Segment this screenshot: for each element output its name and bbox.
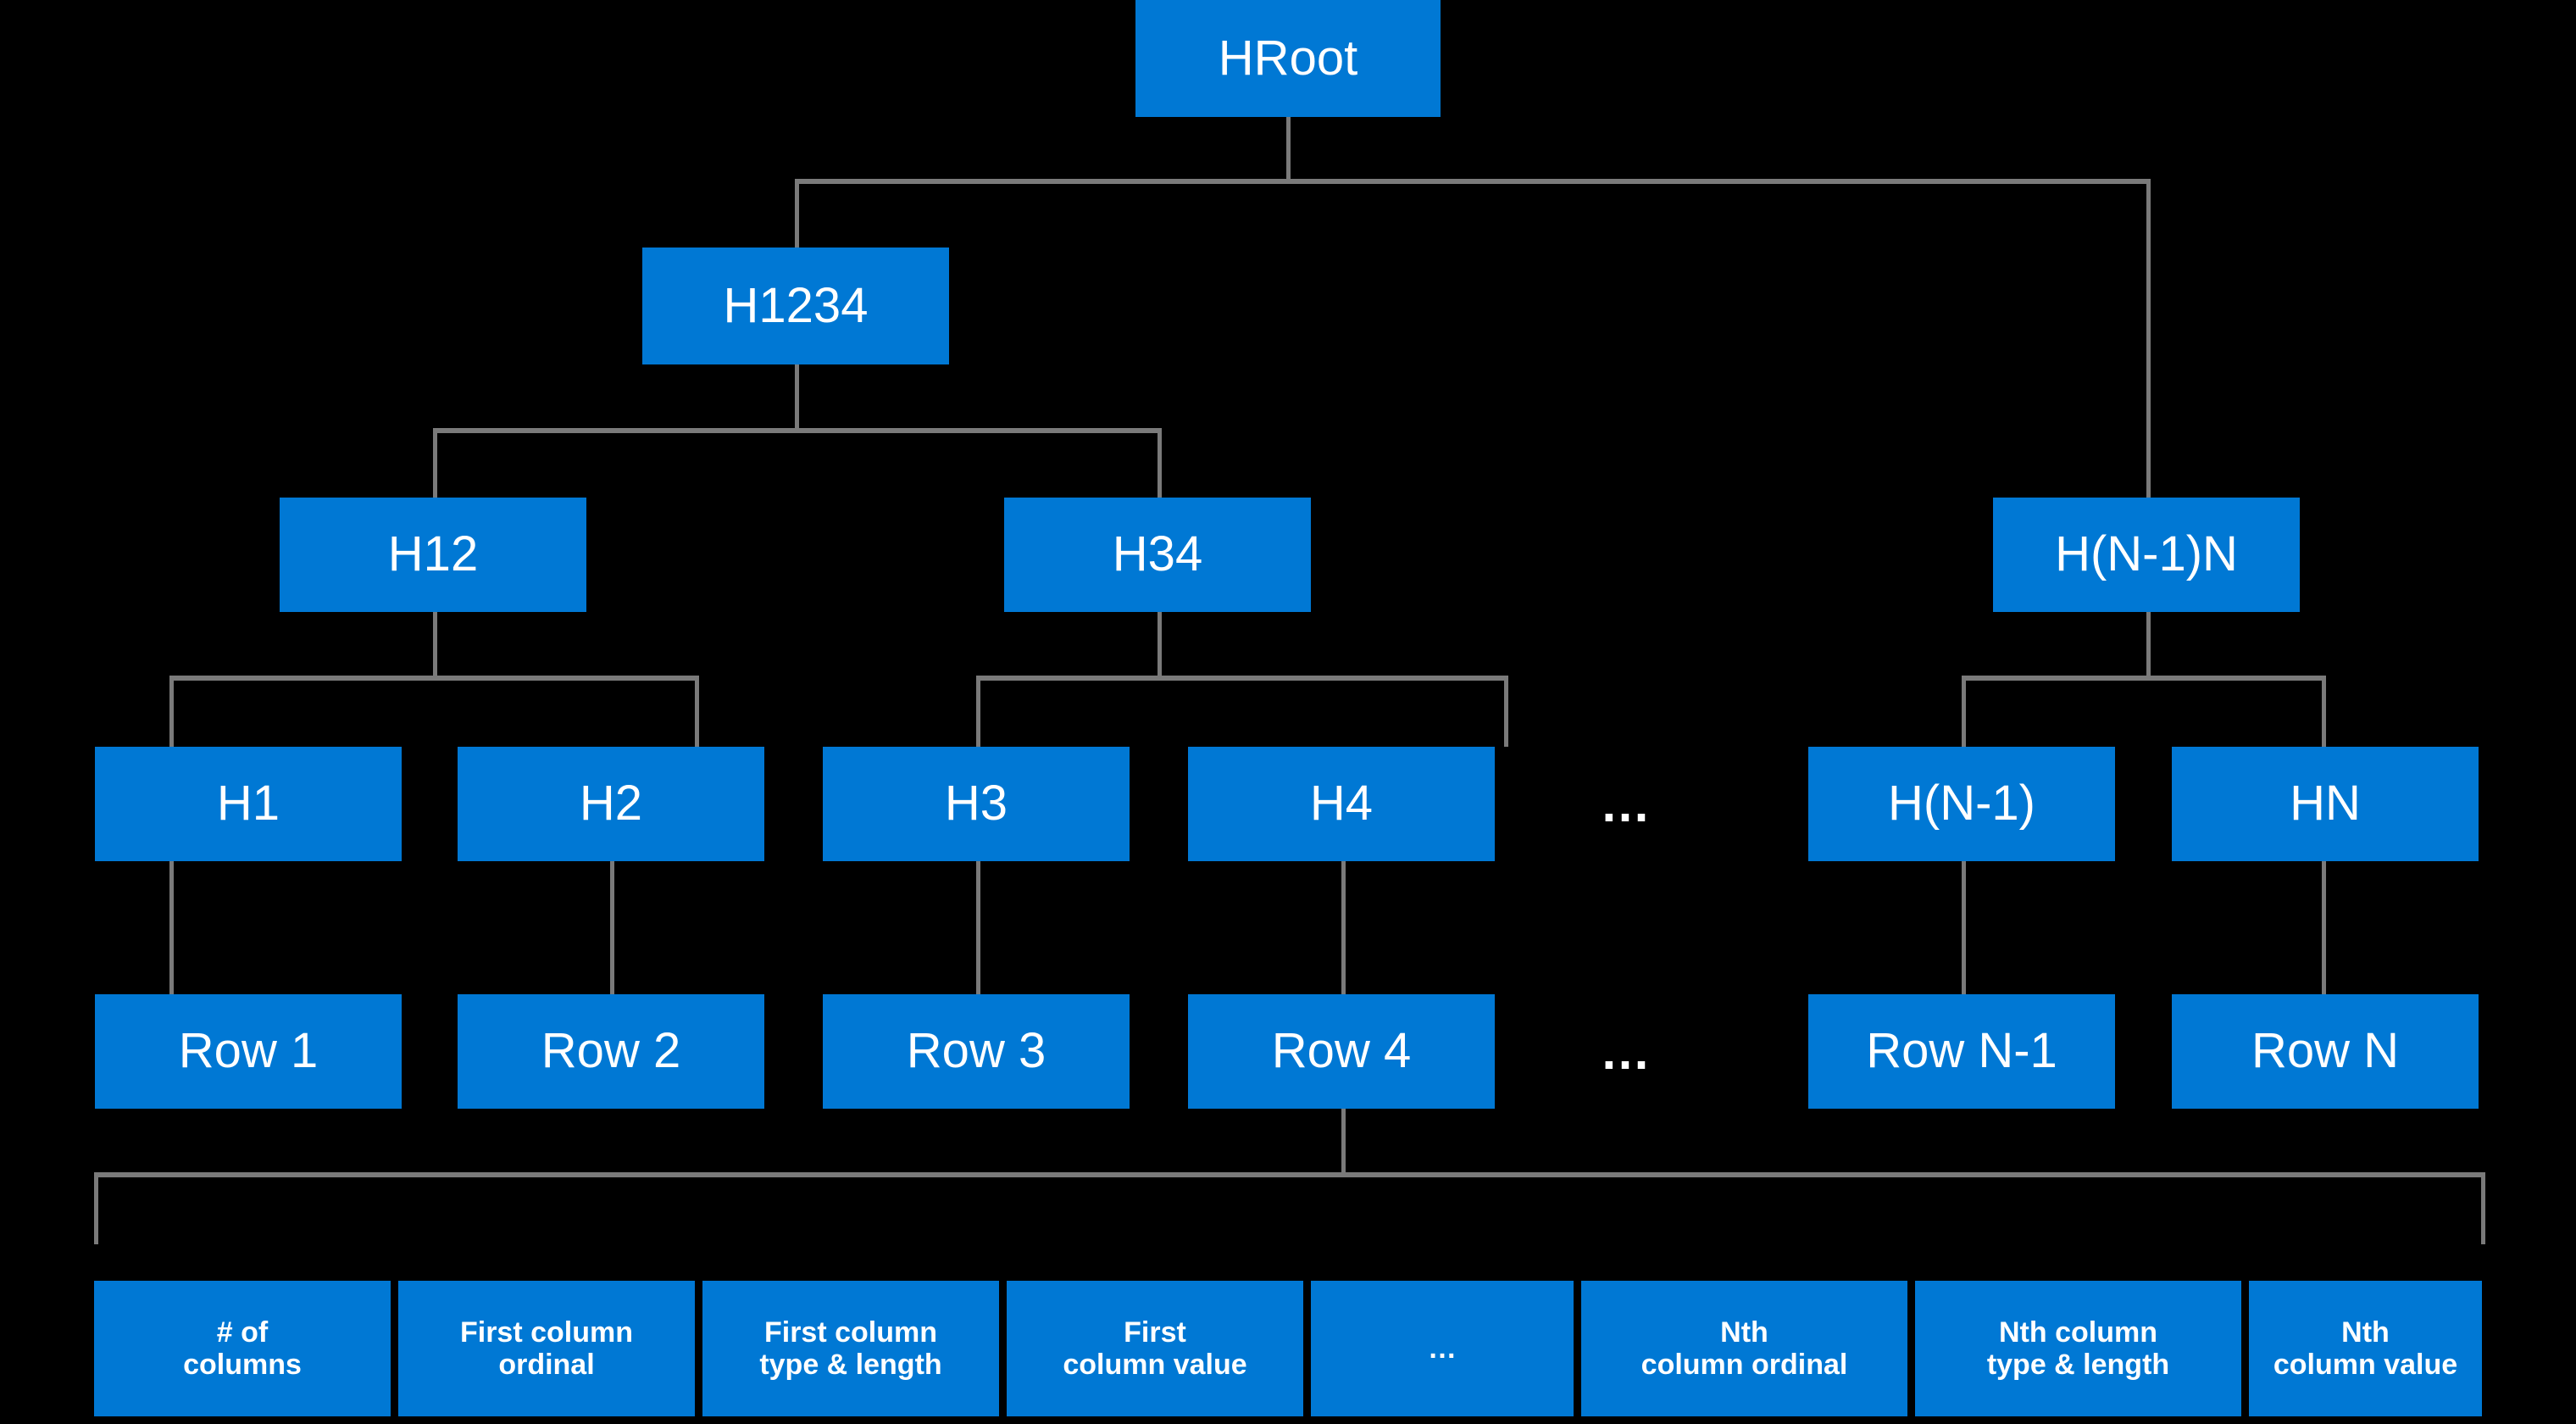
connector-h1-to-row1 — [169, 861, 174, 995]
node-h2[interactable]: H2 — [458, 747, 764, 861]
node-hn-1[interactable]: H(N-1) — [1808, 747, 2115, 861]
rows-ellipsis: … — [1600, 1023, 1654, 1080]
detail-cell-first-column-value[interactable]: First column value — [1007, 1281, 1303, 1416]
connector-root-stem — [1286, 117, 1291, 183]
connector-h34-to-h3 — [976, 676, 980, 747]
detail-cell-nth-column-ordinal[interactable]: Nth column ordinal — [1581, 1281, 1907, 1416]
connector-hn1n-to-hn-1 — [1962, 676, 1966, 747]
node-h3[interactable]: H3 — [823, 747, 1130, 861]
node-row-n[interactable]: Row N — [2172, 994, 2479, 1109]
connector-h12-to-h2 — [695, 676, 699, 747]
connector-h3-to-row3 — [976, 861, 980, 995]
node-h34[interactable]: H34 — [1004, 498, 1311, 612]
connector-detail-bus — [94, 1172, 2485, 1177]
connector-hn-to-rown — [2322, 861, 2326, 995]
connector-h34-to-h4 — [1504, 676, 1508, 747]
connector-hn-1-to-rown-1 — [1962, 861, 1966, 995]
connector-h12-bus — [169, 676, 699, 681]
connector-row4-stem — [1341, 1109, 1346, 1176]
node-row-1[interactable]: Row 1 — [95, 994, 402, 1109]
node-h1[interactable]: H1 — [95, 747, 402, 861]
node-hn1n[interactable]: H(N-1)N — [1993, 498, 2300, 612]
connector-h1234-stem — [795, 364, 799, 432]
connector-hn1n-bus — [1962, 676, 2326, 681]
connector-root-bus — [795, 179, 2151, 184]
connector-h1234-bus — [433, 428, 1162, 433]
connector-h4-to-row4 — [1341, 861, 1346, 995]
detail-cell-ellipsis[interactable]: … — [1311, 1281, 1574, 1416]
connector-h1234-to-h34 — [1158, 428, 1162, 499]
detail-cell-first-column-type-length[interactable]: First column type & length — [702, 1281, 999, 1416]
connector-h12-to-h1 — [169, 676, 174, 747]
node-row-4[interactable]: Row 4 — [1188, 994, 1495, 1109]
connector-hn1n-stem — [2146, 612, 2151, 680]
connector-hn1n-to-hn — [2322, 676, 2326, 747]
connector-root-to-hn1n — [2146, 179, 2151, 498]
detail-cell-first-column-ordinal[interactable]: First column ordinal — [398, 1281, 695, 1416]
connector-detail-right-drop — [2481, 1172, 2485, 1244]
connector-root-to-h1234 — [795, 179, 799, 251]
node-row-2[interactable]: Row 2 — [458, 994, 764, 1109]
level4-ellipsis: … — [1600, 776, 1654, 832]
node-h1234[interactable]: H1234 — [642, 248, 949, 364]
detail-cell-num-columns[interactable]: # of columns — [94, 1281, 391, 1416]
detail-cell-nth-column-type-length[interactable]: Nth column type & length — [1915, 1281, 2241, 1416]
connector-h1234-to-h12 — [433, 428, 437, 499]
node-hroot[interactable]: HRoot — [1135, 0, 1441, 117]
node-hn[interactable]: HN — [2172, 747, 2479, 861]
connector-h12-stem — [433, 612, 437, 680]
node-row-n-1[interactable]: Row N-1 — [1808, 994, 2115, 1109]
connector-h34-bus — [976, 676, 1508, 681]
detail-cell-nth-column-value[interactable]: Nth column value — [2249, 1281, 2482, 1416]
connector-h34-stem — [1158, 612, 1162, 680]
node-row-3[interactable]: Row 3 — [823, 994, 1130, 1109]
node-h12[interactable]: H12 — [280, 498, 586, 612]
node-h4[interactable]: H4 — [1188, 747, 1495, 861]
connector-h2-to-row2 — [610, 861, 614, 995]
connector-detail-left-drop — [94, 1172, 98, 1244]
